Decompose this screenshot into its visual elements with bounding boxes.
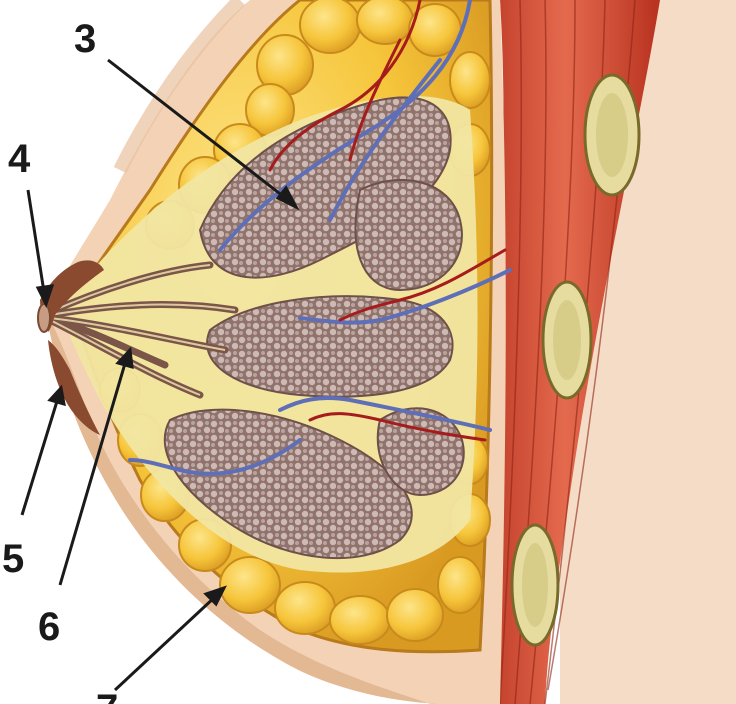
lobe-upper-right: [356, 180, 462, 290]
label-6: 6: [38, 605, 60, 649]
label-5: 5: [2, 537, 24, 581]
label-4: 4: [8, 137, 31, 181]
nipple: [38, 304, 50, 332]
label-7: 7: [96, 687, 118, 704]
label-3: 3: [74, 17, 96, 61]
